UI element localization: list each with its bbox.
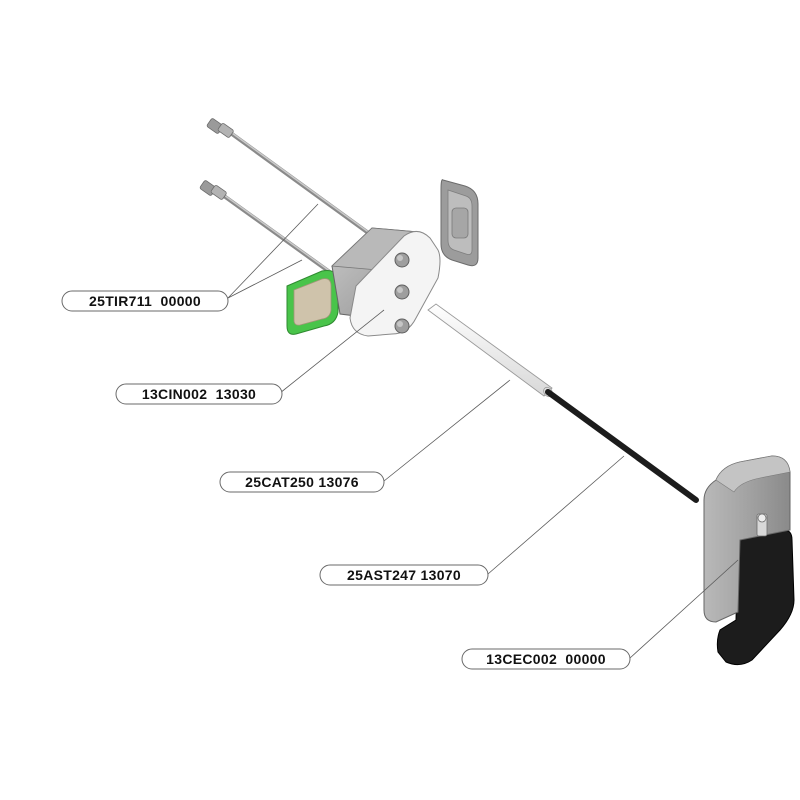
mounting-plate	[440, 179, 479, 267]
clamp-body	[286, 227, 441, 337]
cable-rod	[545, 389, 699, 503]
rod-end-nut-upper	[206, 118, 234, 138]
part-code: 25AST247 13070	[347, 567, 461, 583]
bolt	[394, 252, 410, 268]
part-label-cable-rod: 25AST247 13070	[319, 564, 489, 586]
leader-lever-housing	[629, 559, 739, 659]
housing-screw	[756, 513, 768, 537]
part-label-clamp-body: 13CIN002 13030	[115, 383, 283, 405]
part-code: 25CAT250 13076	[245, 474, 359, 490]
bolt	[394, 318, 410, 334]
part-code: 13CEC002 00000	[486, 651, 606, 667]
leader-tie-rod-lower	[227, 259, 303, 299]
lever-housing	[703, 455, 795, 666]
leader-tie-rod-upper	[227, 203, 319, 299]
rod-end-nut-lower	[199, 180, 227, 200]
leader-lines	[227, 203, 739, 659]
tie-rod-lower	[199, 180, 340, 280]
leader-clamp-body	[279, 309, 385, 394]
part-code: 25TIR711 00000	[89, 293, 201, 309]
part-code: 13CIN002 13030	[142, 386, 256, 402]
part-label-lever-housing: 13CEC002 00000	[461, 648, 631, 670]
leader-cable-rod	[487, 455, 625, 575]
tie-rods	[199, 118, 380, 280]
leader-cable-sheath	[383, 379, 511, 482]
tie-rod-upper	[206, 118, 380, 242]
part-label-tie-rods: 25TIR711 00000	[61, 290, 229, 312]
part-label-cable-sheath: 25CAT250 13076	[219, 471, 385, 493]
bolt	[394, 284, 410, 300]
cable-sheath	[427, 303, 553, 398]
